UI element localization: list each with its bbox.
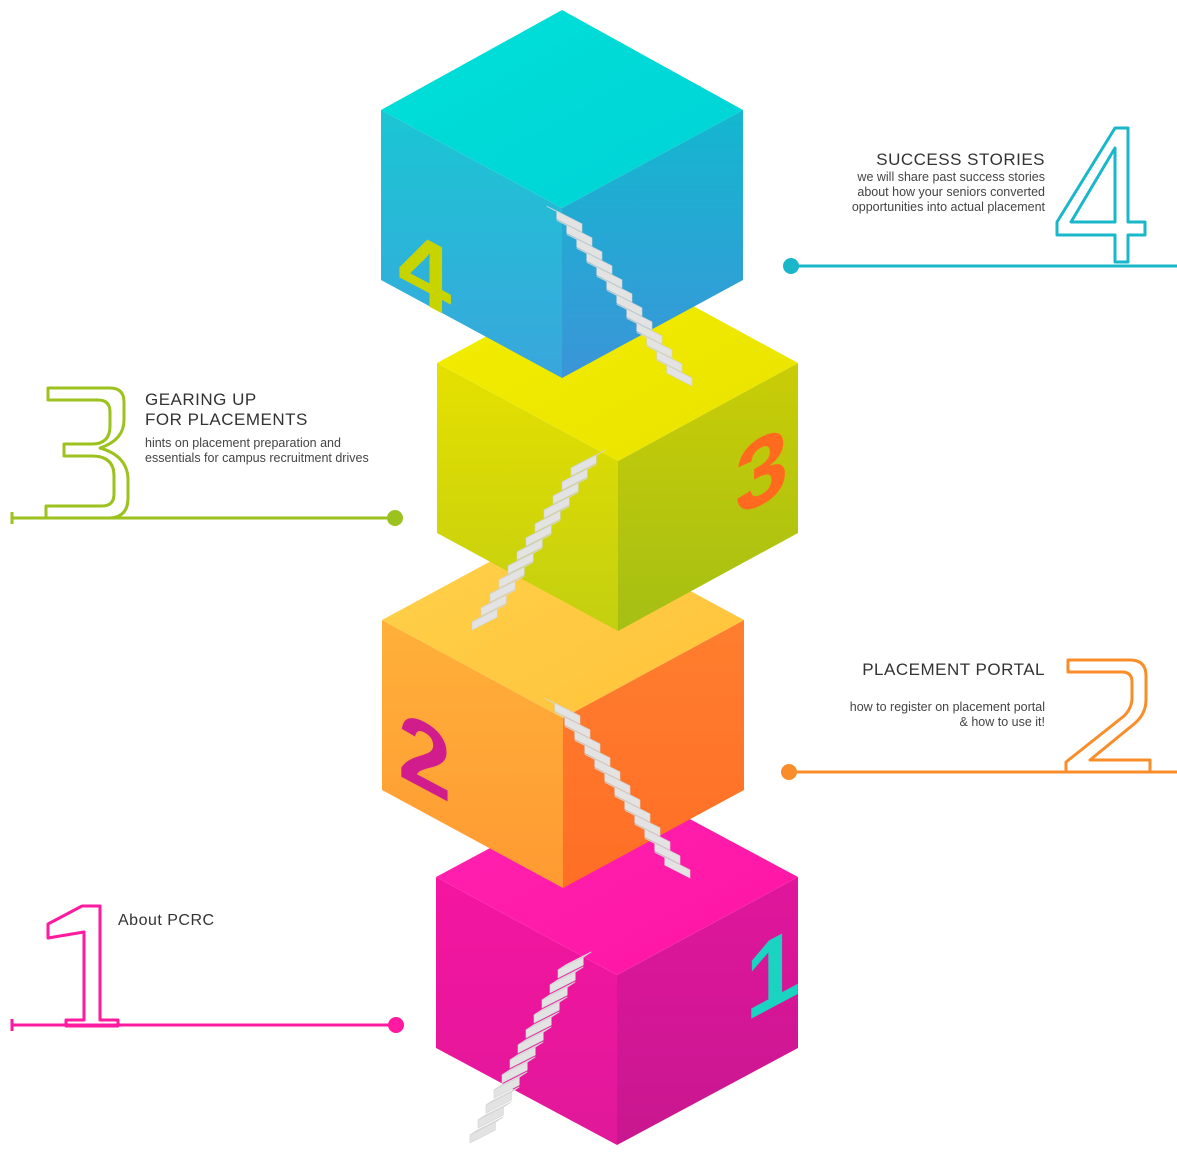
step-1-text: About PCRC: [118, 911, 318, 931]
stair-riser: [557, 956, 584, 979]
stair-riser: [574, 730, 601, 753]
stair-riser: [556, 210, 583, 233]
stair-riser: [646, 336, 673, 359]
stair-riser: [485, 1091, 512, 1114]
step-1-title: About PCRC: [118, 912, 215, 929]
step-4-text: SUCCESS STORIES we will share past succe…: [800, 150, 1045, 215]
stair-riser: [498, 566, 525, 589]
stair-riser: [543, 496, 570, 519]
stair-riser: [477, 1106, 504, 1129]
stair-riser: [480, 594, 507, 617]
stair-riser: [552, 482, 579, 505]
outline-numeral-3: [44, 386, 130, 520]
stair-riser: [516, 538, 543, 561]
stair-riser: [664, 856, 691, 879]
stair-riser: [469, 1121, 496, 1144]
stair-riser: [525, 524, 552, 547]
stair-riser: [644, 828, 671, 851]
stair-riser: [576, 238, 603, 261]
stair-riser: [549, 971, 576, 994]
stair-riser: [586, 252, 613, 275]
step-3-title-line1: GEARING UP: [145, 390, 257, 409]
stair-riser: [654, 842, 681, 865]
stair-riser: [509, 1046, 536, 1069]
outline-numeral-1: [46, 904, 120, 1028]
stair-riser: [507, 552, 534, 575]
stair-riser: [525, 1016, 552, 1039]
stair-riser: [493, 1076, 520, 1099]
stair-riser: [517, 1031, 544, 1054]
stair-riser: [666, 364, 693, 387]
connector-4: [783, 258, 1177, 274]
stair-riser: [584, 744, 611, 767]
stair-riser: [626, 308, 653, 331]
step-3-description: hints on placement preparation and essen…: [145, 436, 369, 465]
stair-riser: [570, 454, 597, 477]
step-3-text: GEARING UP FOR PLACEMENTS hints on place…: [145, 390, 385, 466]
stair-riser: [594, 758, 621, 781]
step-2-text: PLACEMENT PORTAL how to register on plac…: [800, 660, 1045, 730]
stair-riser: [656, 350, 683, 373]
cube-4: [381, 10, 743, 378]
stair-riser: [533, 1001, 560, 1024]
stair-riser: [489, 580, 516, 603]
cube-3: [437, 265, 798, 631]
stair-riser: [604, 772, 631, 795]
stair-riser: [564, 716, 591, 739]
staircase-steps: [469, 205, 693, 1144]
stair-riser: [541, 986, 568, 1009]
step-4-title: SUCCESS STORIES: [876, 150, 1045, 169]
stair-riser: [561, 468, 588, 491]
stair-riser: [636, 322, 663, 345]
step-4-description: we will share past success stories about…: [851, 170, 1045, 214]
stair-riser: [616, 294, 643, 317]
stair-riser: [596, 266, 623, 289]
stair-riser: [554, 702, 581, 725]
stair-riser: [634, 814, 661, 837]
stair-riser: [566, 224, 593, 247]
stair-riser: [471, 608, 498, 631]
step-2-description: how to register on placement portal & ho…: [849, 700, 1045, 729]
stair-riser: [606, 280, 633, 303]
stair-riser: [624, 800, 651, 823]
outline-numeral-2: [1064, 658, 1152, 774]
outline-numeral-4: [1055, 126, 1147, 264]
stair-riser: [501, 1061, 528, 1084]
stair-riser: [534, 510, 561, 533]
step-3-title-line2: FOR PLACEMENTS: [145, 410, 308, 429]
step-2-title: PLACEMENT PORTAL: [862, 660, 1045, 679]
stair-riser: [614, 786, 641, 809]
